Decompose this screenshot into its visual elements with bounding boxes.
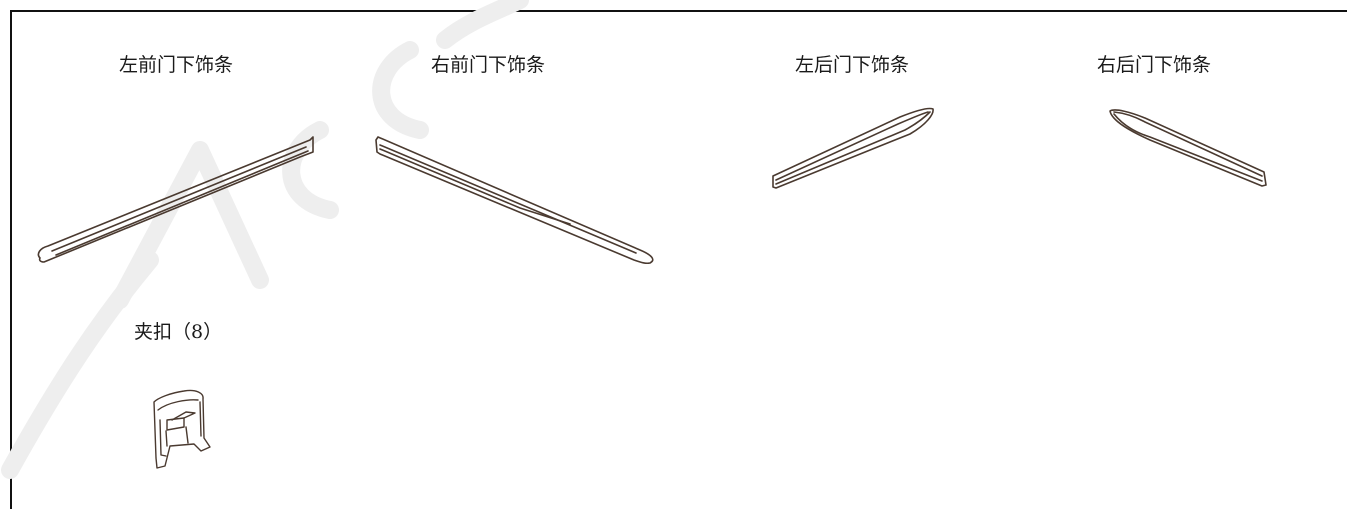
left-front-trim-label: 左前门下饰条 xyxy=(119,54,234,76)
left-front-trim xyxy=(37,136,314,263)
left-rear-trim-label: 左后门下饰条 xyxy=(795,54,910,76)
clip-part xyxy=(153,389,211,469)
right-front-trim-label: 右前门下饰条 xyxy=(431,54,546,76)
right-front-trim xyxy=(375,136,654,265)
clip-label: 夹扣（8） xyxy=(134,321,223,343)
left-rear-trim xyxy=(772,107,934,189)
right-rear-trim xyxy=(1109,109,1267,187)
right-rear-trim-label: 右后门下饰条 xyxy=(1097,54,1212,76)
